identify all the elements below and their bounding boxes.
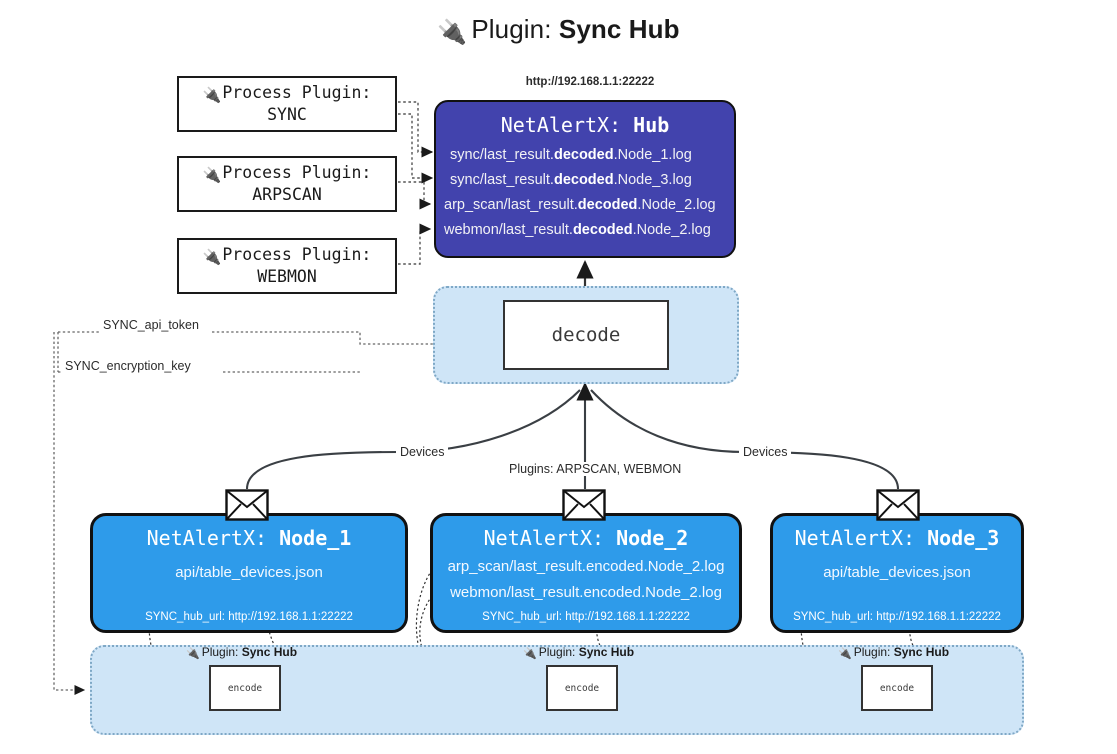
caption-name: Sync Hub [893,645,950,659]
node-title: NetAlertX: Node_2 [433,526,739,550]
encode-box-node-2[interactable]: encode [546,665,618,711]
log-pre: sync/last_result. [450,172,554,188]
wire-sync-to-log2 [398,113,434,184]
node-hub-url: SYNC_hub_url: http://192.168.1.1:22222 [793,611,1001,623]
log-post: .Node_3.log [613,172,692,188]
encode-box-node-3[interactable]: encode [861,665,933,711]
title-name: Sync Hub [558,14,680,44]
node-hub-url: SYNC_hub_url: http://192.168.1.1:22222 [145,611,353,623]
page-title: 🔌Plugin: Sync Hub [0,14,1117,47]
electric-plug-icon: 🔌 [202,247,222,266]
encode-plugin-caption: 🔌Plugin: Sync Hub [523,645,634,660]
wire-arpscan-to-log3 [398,181,432,210]
node-line: api/table_devices.json [175,564,323,581]
log-post: .Node_2.log [637,197,716,213]
log-bold: decoded [553,147,614,163]
hub-url-label: http://192.168.1.1:22222 [525,76,655,88]
process-plugin-name: ARPSCAN [252,184,322,204]
caption-prefix: Plugin: [201,645,242,659]
node-line: api/table_devices.json [823,564,971,581]
node-title-name: Node_1 [279,526,352,550]
node-2[interactable]: NetAlertX: Node_2 arp_scan/last_result.e… [430,513,742,633]
log-post: .Node_2.log [632,222,711,238]
node-title: NetAlertX: Node_3 [773,526,1021,550]
node-1[interactable]: NetAlertX: Node_1 api/table_devices.json… [90,513,408,633]
process-plugin-arpscan[interactable]: 🔌Process Plugin: ARPSCAN [177,156,397,212]
envelope-icon [562,489,606,521]
wire-webmon-to-log4 [398,223,432,265]
node-title-name: Node_3 [927,526,1000,550]
log-pre: webmon/last_result. [444,222,573,238]
log-bold: decoded [572,222,633,238]
setting-encryption-key-label: SYNC_encryption_key [61,359,195,373]
log-pre: sync/last_result. [450,147,554,163]
title-prefix: Plugin: [471,14,559,44]
decode-box[interactable]: decode [503,300,669,370]
envelope-icon [225,489,269,521]
node-title: NetAlertX: Node_1 [93,526,405,550]
hub-log-line: webmon/last_result.decoded.Node_2.log [442,218,728,243]
electric-plug-icon: 🔌 [202,85,222,104]
electric-plug-icon: 🔌 [437,19,468,46]
encode-box-node-1[interactable]: encode [209,665,281,711]
encode-plugin-caption: 🔌Plugin: Sync Hub [186,645,297,660]
log-bold: decoded [553,172,614,188]
caption-prefix: Plugin: [853,645,894,659]
wire-enc-key-to-bottom [53,332,86,696]
node-3[interactable]: NetAlertX: Node_3 api/table_devices.json… [770,513,1024,633]
hub-log-line: sync/last_result.decoded.Node_3.log [442,168,728,193]
node-title-prefix: NetAlertX: [146,526,280,550]
hub-title: NetAlertX: Hub [436,113,734,137]
hub-log-line: sync/last_result.decoded.Node_1.log [442,143,728,168]
process-plugin-webmon[interactable]: 🔌Process Plugin: WEBMON [177,238,397,294]
electric-plug-icon: 🔌 [523,648,537,660]
node-line: webmon/last_result.encoded.Node_2.log [450,584,722,601]
electric-plug-icon: 🔌 [202,165,222,184]
log-post: .Node_1.log [613,147,692,163]
hub-log-list: sync/last_result.decoded.Node_1.log sync… [436,143,734,243]
electric-plug-icon: 🔌 [186,648,200,660]
node-title-name: Node_2 [616,526,689,550]
hub-title-name: Hub [633,113,670,137]
node-title-prefix: NetAlertX: [483,526,617,550]
log-pre: arp_scan/last_result. [444,197,578,213]
encode-plugin-caption: 🔌Plugin: Sync Hub [838,645,949,660]
node-lines: arp_scan/last_result.encoded.Node_2.log … [433,554,739,606]
caption-prefix: Plugin: [538,645,579,659]
process-plugin-sync[interactable]: 🔌Process Plugin: SYNC [177,76,397,132]
wire-sync-to-log1 [398,101,434,158]
node-line: arp_scan/last_result.encoded.Node_2.log [447,558,725,575]
node-lines: api/table_devices.json [93,560,405,586]
hub-title-prefix: NetAlertX: [500,113,634,137]
edge-label-devices-right: Devices [739,445,792,459]
caption-name: Sync Hub [578,645,635,659]
envelope-icon [876,489,920,521]
node-hub-url: SYNC_hub_url: http://192.168.1.1:22222 [482,611,690,623]
node-lines: api/table_devices.json [773,560,1021,586]
process-plugin-name: SYNC [267,104,307,124]
setting-api-token-label: SYNC_api_token [99,318,203,332]
process-plugin-name: WEBMON [257,266,317,286]
caption-name: Sync Hub [241,645,298,659]
hub-log-line: arp_scan/last_result.decoded.Node_2.log [442,193,728,218]
edge-label-devices-left: Devices [396,445,449,459]
hub-node[interactable]: NetAlertX: Hub sync/last_result.decoded.… [434,100,736,258]
node-title-prefix: NetAlertX: [794,526,928,550]
process-plugin-label: Process Plugin: [222,162,372,182]
edge-label-plugins: Plugins: ARPSCAN, WEBMON [505,462,686,476]
process-plugin-label: Process Plugin: [222,82,372,102]
log-bold: decoded [577,197,638,213]
process-plugin-label: Process Plugin: [222,244,372,264]
electric-plug-icon: 🔌 [838,648,852,660]
